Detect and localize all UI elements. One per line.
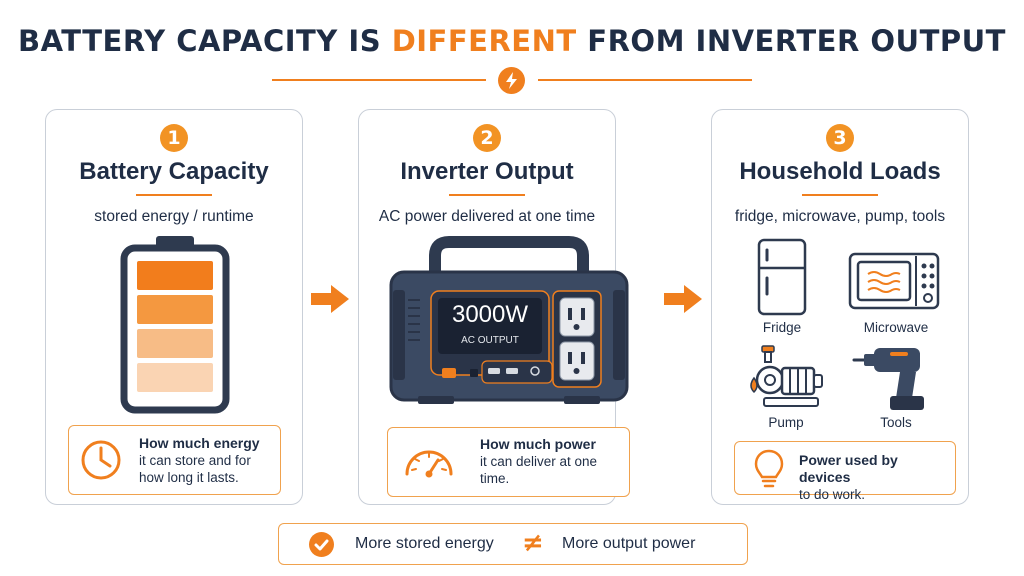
note-body: it can store and for how long it lasts. — [139, 453, 251, 485]
gauge-icon — [405, 450, 453, 478]
battery-icon — [120, 236, 230, 414]
lightbulb-icon — [754, 449, 784, 488]
page-title: BATTERY CAPACITY IS DIFFERENT FROM INVER… — [0, 24, 1024, 58]
fridge-icon — [757, 238, 807, 316]
title-rule-left — [272, 79, 486, 81]
panel-title: Household Loads — [739, 158, 941, 185]
panel-subtitle: fridge, microwave, pump, tools — [734, 208, 946, 225]
step-number: 3 — [826, 124, 854, 152]
step-number: 2 — [473, 124, 501, 152]
panel-title-underline — [449, 194, 525, 196]
panel-title-underline — [136, 194, 212, 196]
lightning-bolt-icon — [498, 67, 525, 94]
title-part-1: BATTERY CAPACITY IS — [18, 24, 392, 58]
pump-icon — [750, 345, 823, 407]
drill-icon — [852, 348, 924, 410]
not-equal-symbol: ≠ — [522, 528, 544, 558]
panel-household-loads: 3 Household Loads fridge, microwave, pum… — [711, 109, 969, 505]
title-part-2: FROM INVERTER OUTPUT — [576, 24, 1006, 58]
summary-left: More stored energy — [355, 535, 494, 552]
arrow-right-icon — [311, 285, 349, 313]
load-label: Fridge — [762, 320, 802, 335]
display-value: 3000W — [451, 301, 529, 328]
clock-icon — [81, 440, 121, 480]
display-label: AC OUTPUT — [461, 335, 519, 346]
panel-subtitle: AC power delivered at one time — [378, 208, 596, 225]
title-rule-right — [538, 79, 752, 81]
summary-right: More output power — [562, 535, 696, 552]
panel-inverter-output: 2 Inverter Output AC power delivered at … — [358, 109, 630, 505]
step-number: 1 — [160, 124, 188, 152]
power-station-illustration: 3000W AC OUTPUT — [388, 236, 630, 406]
panel-title: Battery Capacity — [79, 158, 269, 185]
summary-box: More stored energy ≠ More output power — [278, 523, 748, 565]
note-body: it can deliver at one time. — [480, 454, 598, 486]
panel-title: Inverter Output — [400, 158, 574, 185]
panel-subtitle: stored energy / runtime — [94, 208, 254, 225]
load-label: Pump — [768, 415, 804, 430]
note-title: How much power — [480, 436, 596, 452]
note-box: How much energy it can store and for how… — [68, 425, 281, 495]
panel-battery-capacity: 1 Battery Capacity stored energy / runti… — [45, 109, 303, 505]
title-highlight: DIFFERENT — [391, 24, 577, 58]
microwave-icon — [848, 252, 940, 310]
checkmark-icon — [309, 532, 334, 557]
note-box: How much power it can deliver at one tim… — [387, 427, 630, 497]
load-label: Tools — [880, 415, 912, 430]
arrow-right-icon — [664, 285, 702, 313]
load-label: Microwave — [863, 320, 929, 335]
note-title: Power used by devices — [799, 452, 898, 485]
note-box: Power used by devices to do work. — [734, 441, 956, 502]
note-title: How much energy — [139, 435, 260, 451]
panel-title-underline — [802, 194, 878, 196]
note-body: to do work. — [799, 487, 866, 502]
